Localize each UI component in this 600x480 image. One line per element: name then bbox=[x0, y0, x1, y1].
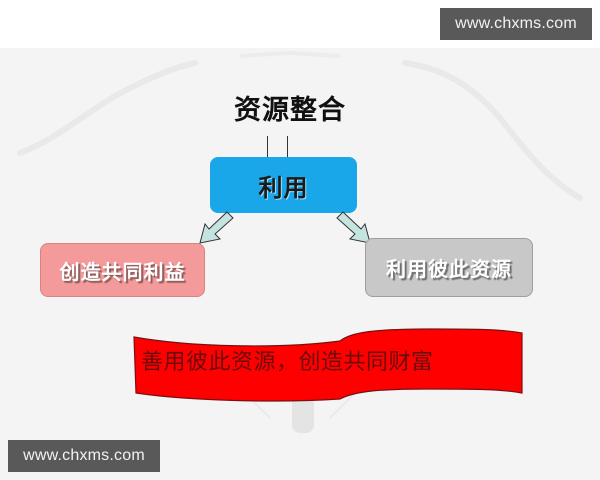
watermark-top: www.chxms.com bbox=[440, 8, 592, 40]
watermark-bottom-text: www.chxms.com bbox=[23, 447, 145, 464]
node-use-label: 利用 bbox=[258, 173, 309, 202]
banner-text: 善用彼此资源，创造共同财富 bbox=[141, 350, 434, 375]
node-create-common-benefit-label: 创造共同利益 bbox=[59, 259, 186, 284]
connector-line-left bbox=[267, 136, 268, 170]
connector-line-right bbox=[287, 136, 288, 169]
diagram-title: 资源整合 bbox=[234, 95, 346, 126]
arrow-down-left-icon bbox=[199, 211, 234, 244]
wavy-banner-shape bbox=[133, 328, 523, 402]
watermark-bottom: www.chxms.com bbox=[8, 440, 160, 472]
node-use: 利用 bbox=[210, 157, 357, 213]
decorative-swoosh-background bbox=[17, 50, 583, 433]
node-create-common-benefit: 创造共同利益 bbox=[40, 243, 205, 297]
watermark-top-text: www.chxms.com bbox=[455, 15, 577, 32]
node-use-each-other-resources-label: 利用彼此资源 bbox=[386, 257, 512, 281]
node-use-each-other-resources: 利用彼此资源 bbox=[365, 238, 533, 297]
arrow-down-right-icon bbox=[336, 211, 371, 244]
